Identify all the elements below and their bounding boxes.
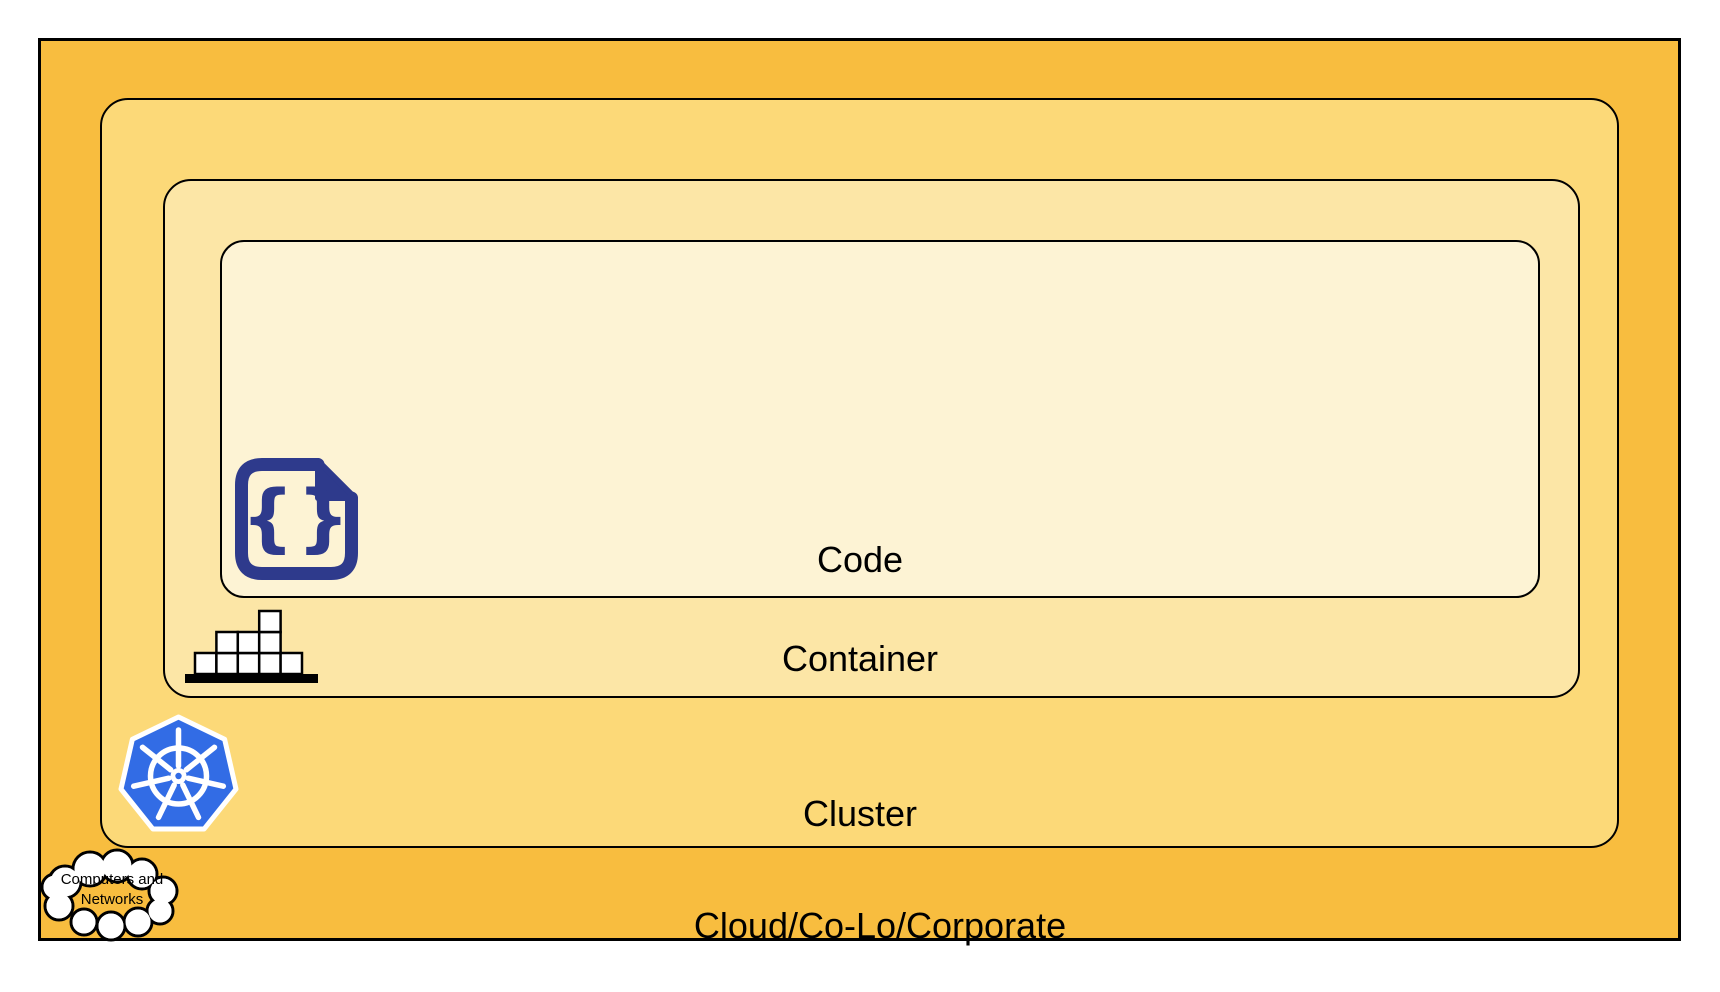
- braces-glyph: {}: [241, 475, 352, 561]
- cloud-label: Computers and Networks: [38, 870, 186, 910]
- kubernetes-helm-icon: [118, 714, 239, 832]
- layer-datacenter-box: [38, 38, 1681, 941]
- cloud-label-line2: Networks: [80, 891, 144, 908]
- datacenter-label-line1: Cloud/Co-Lo/Corporate: [693, 905, 1067, 946]
- layer-cluster-box: [100, 98, 1619, 848]
- datacenter-label-line2: Datacenter: [792, 985, 968, 992]
- code-label: Code: [816, 539, 904, 580]
- container-label: Container: [781, 638, 939, 679]
- layer-code-box: [220, 240, 1540, 598]
- cloud-icon: [40, 848, 179, 942]
- datacenter-label: Cloud/Co-Lo/Corporate Datacenter: [0, 866, 1720, 992]
- container-stack-icon: [185, 609, 318, 683]
- code-file-icon: {}: [235, 458, 358, 580]
- layer-container-box: [163, 179, 1580, 698]
- cluster-label: Cluster: [802, 793, 918, 834]
- cloud-label-line1: Computers and: [60, 871, 164, 888]
